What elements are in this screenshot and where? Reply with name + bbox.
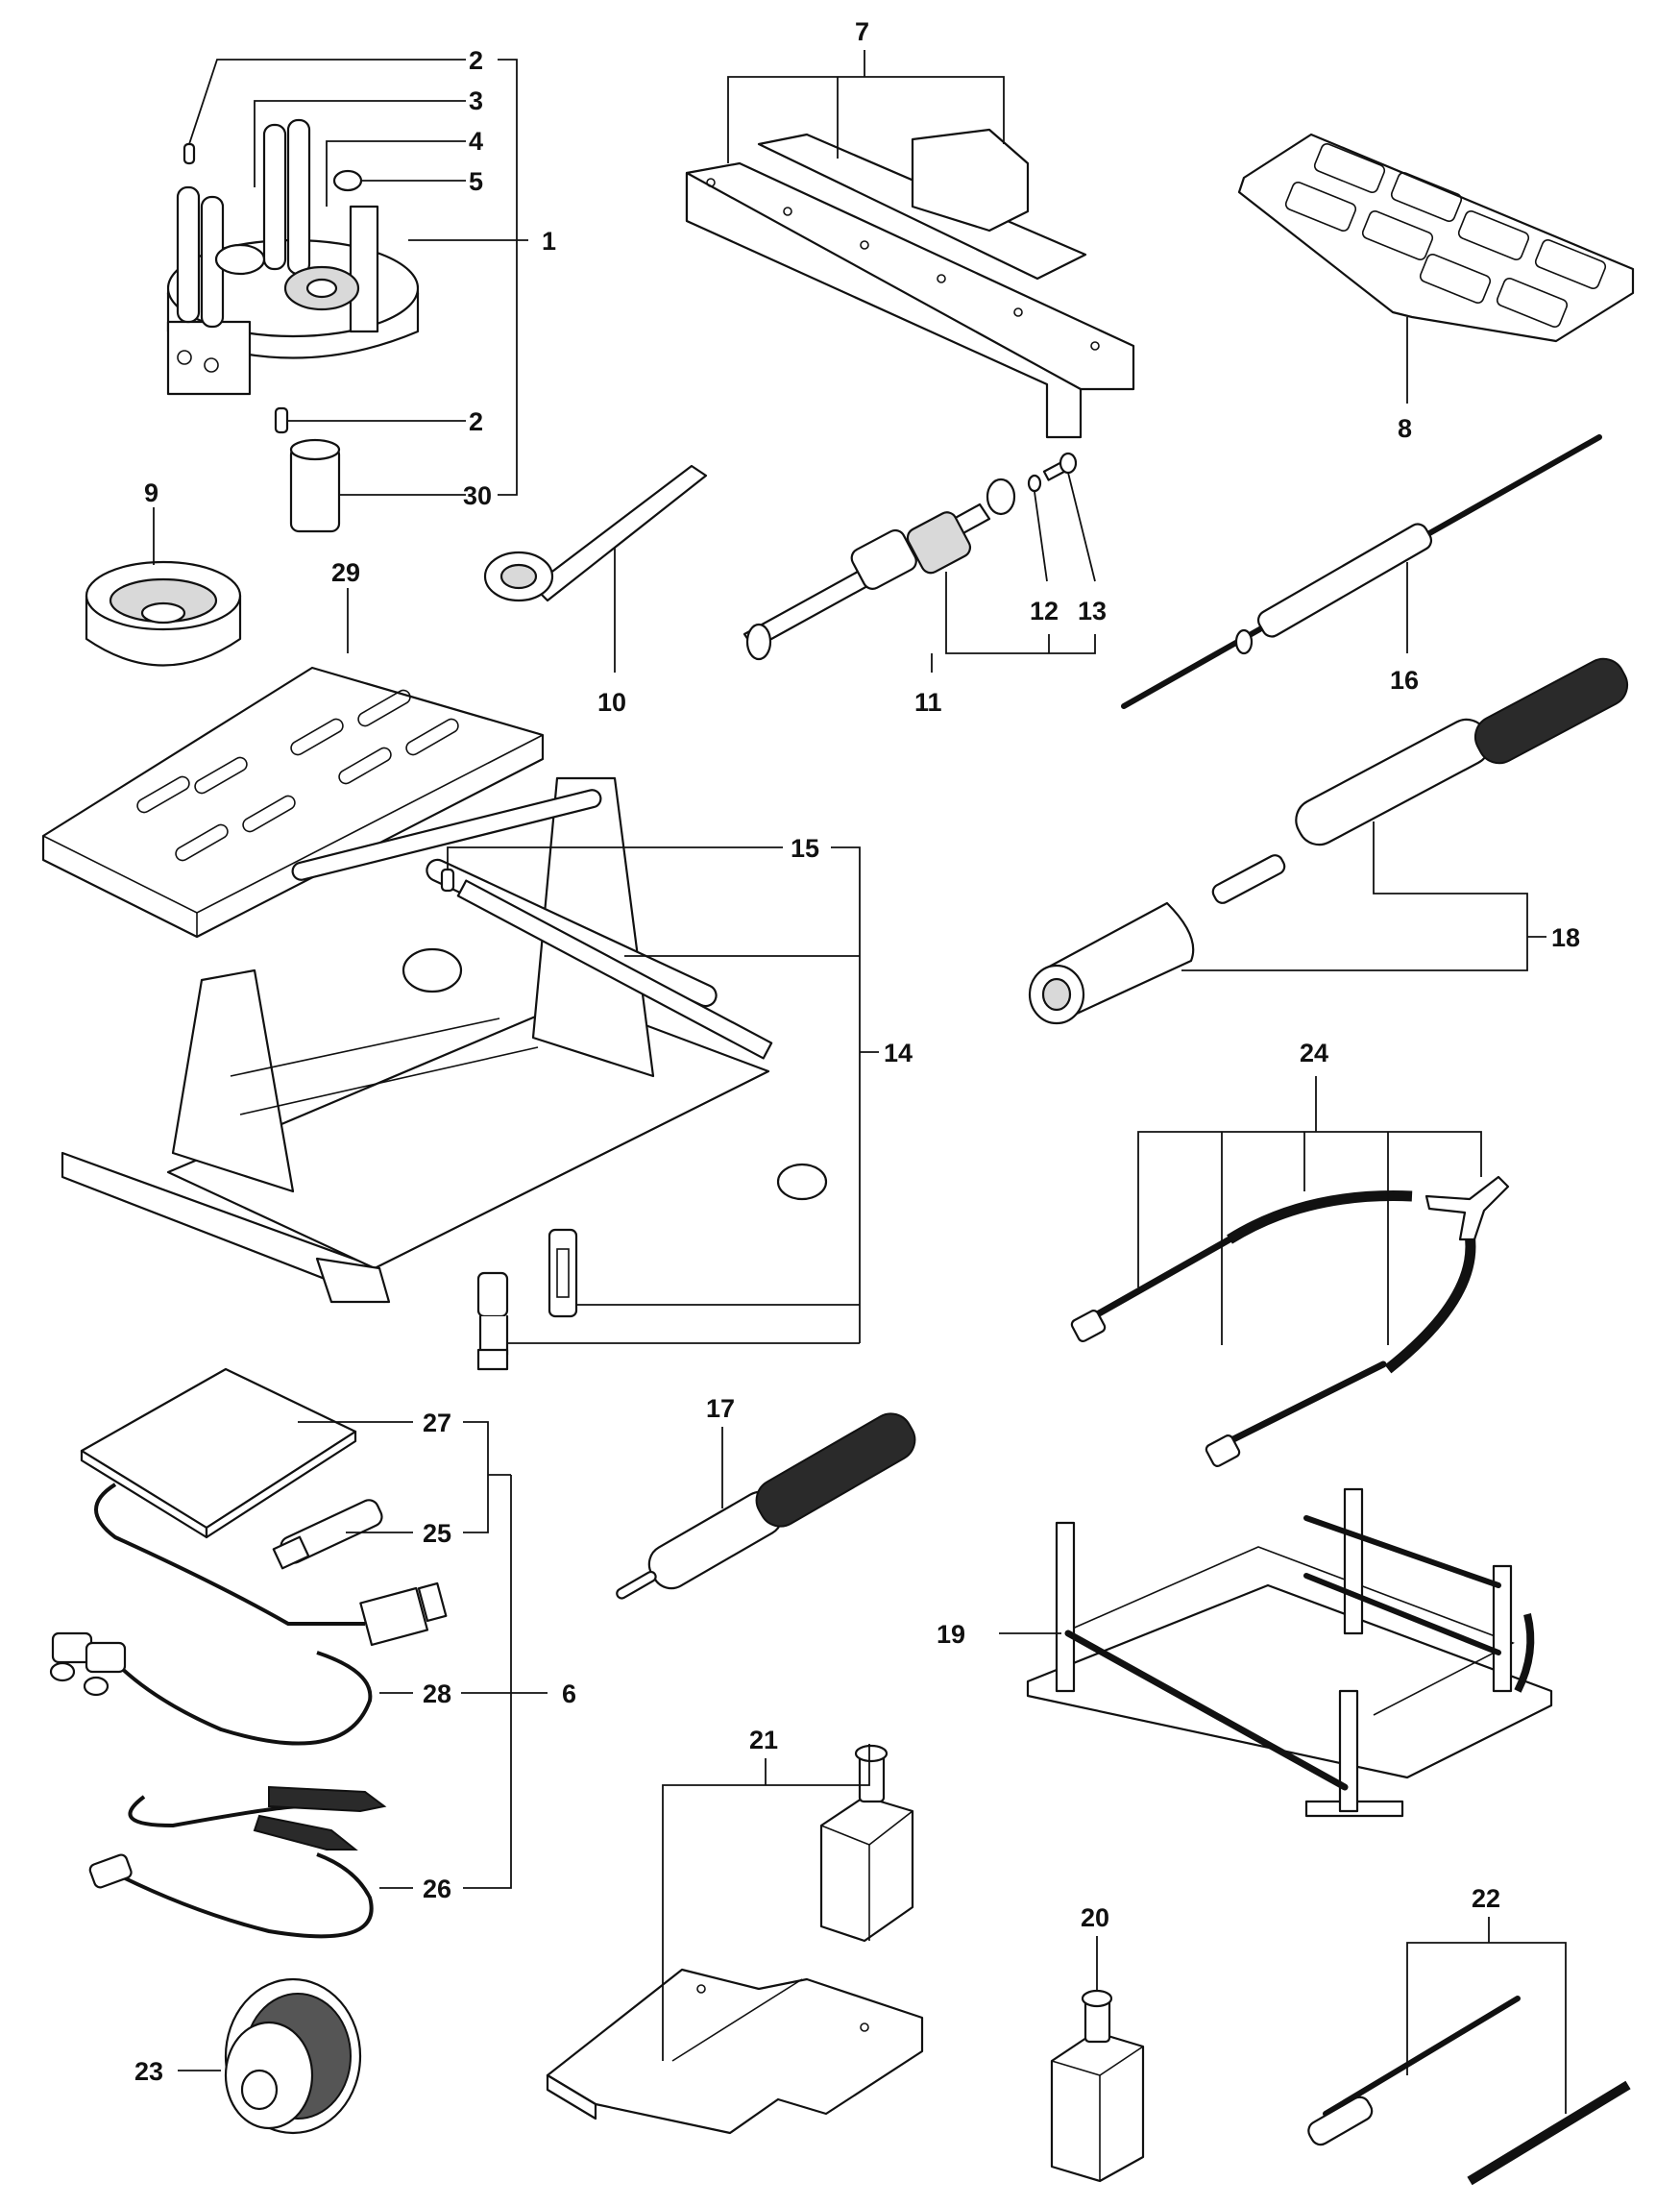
callout-6: 6 [562, 1679, 576, 1708]
part-15-pin [440, 868, 455, 893]
callout-9: 9 [144, 478, 158, 507]
leaders-1-30 [188, 59, 528, 496]
callout-11: 11 [914, 688, 942, 717]
callout-25: 25 [423, 1519, 451, 1548]
part-19-frame [1026, 1487, 1553, 1818]
callout-28: 28 [423, 1679, 451, 1708]
part-2-pin-lower [274, 406, 289, 434]
callout-10: 10 [597, 688, 626, 717]
part-8-template [1237, 133, 1635, 343]
part-21-clamp [819, 1744, 914, 1943]
part-18-punch [1028, 657, 1629, 1025]
part-12-washer [1027, 474, 1042, 493]
callout-2-top: 2 [469, 46, 483, 75]
leaders-18 [1181, 821, 1546, 971]
part-11-extractor [743, 478, 1016, 661]
leaders-6-25-27 [298, 1421, 548, 1889]
part-23-knob [224, 1977, 362, 2135]
callout-30: 30 [463, 481, 492, 510]
callout-7: 7 [855, 17, 869, 46]
leaders-22 [1406, 1917, 1567, 2114]
callout-16: 16 [1390, 666, 1419, 695]
callout-17: 17 [706, 1394, 735, 1423]
part-25-usb-key [272, 1499, 383, 1570]
part-1-fixture [166, 118, 420, 396]
callout-12: 12 [1030, 597, 1059, 625]
leaders-24 [1137, 1076, 1482, 1345]
callout-2-bottom: 2 [469, 407, 483, 436]
part-13-screw [1042, 452, 1078, 481]
callout-24: 24 [1300, 1039, 1328, 1067]
callout-19: 19 [937, 1620, 965, 1649]
callout-5: 5 [469, 167, 483, 196]
callout-13: 13 [1078, 597, 1107, 625]
callout-20: 20 [1081, 1903, 1109, 1932]
callout-22: 22 [1472, 1884, 1500, 1913]
leaders-7 [727, 50, 1005, 163]
callout-27: 27 [423, 1409, 451, 1437]
part-17-drift [616, 1412, 916, 1600]
leaders-11-13 [931, 472, 1096, 673]
callout-15: 15 [791, 834, 819, 863]
part-20-small-clamp [1050, 1989, 1145, 2183]
part-14-pin-a [476, 1271, 509, 1371]
part-16-rod [1121, 434, 1602, 709]
callout-labels: 2 3 4 5 1 2 30 9 29 10 7 8 12 13 11 16 1… [134, 17, 1580, 2086]
callout-23: 23 [134, 2057, 163, 2086]
callout-3: 3 [469, 86, 483, 115]
callout-29: 29 [331, 558, 360, 587]
part-10-wrench [483, 464, 708, 602]
part-22-pins [1307, 1996, 1631, 2186]
leaders-14-15 [447, 846, 879, 1344]
part-9-ring-nut-tool [85, 560, 242, 667]
callout-21: 21 [749, 1726, 778, 1754]
callout-14: 14 [884, 1039, 913, 1067]
part-28-cable [49, 1483, 448, 1746]
part-26-battery-cable [88, 1785, 387, 1939]
callout-4: 4 [469, 127, 483, 156]
callout-26: 26 [423, 1875, 451, 1903]
part-14-pin-b [548, 1228, 578, 1318]
callout-18: 18 [1551, 923, 1580, 952]
part-21-base-plate [546, 1968, 924, 2135]
part-14-stand [61, 776, 828, 1304]
part-30-bush [289, 438, 341, 533]
part-24-hose-kit [1070, 1175, 1510, 1467]
callout-1: 1 [542, 227, 556, 256]
callout-8: 8 [1398, 414, 1412, 443]
part-27-manual [80, 1367, 357, 1539]
part-29-plate [41, 666, 545, 939]
leaders-21 [662, 1744, 870, 2061]
part-7-rail [685, 128, 1135, 439]
